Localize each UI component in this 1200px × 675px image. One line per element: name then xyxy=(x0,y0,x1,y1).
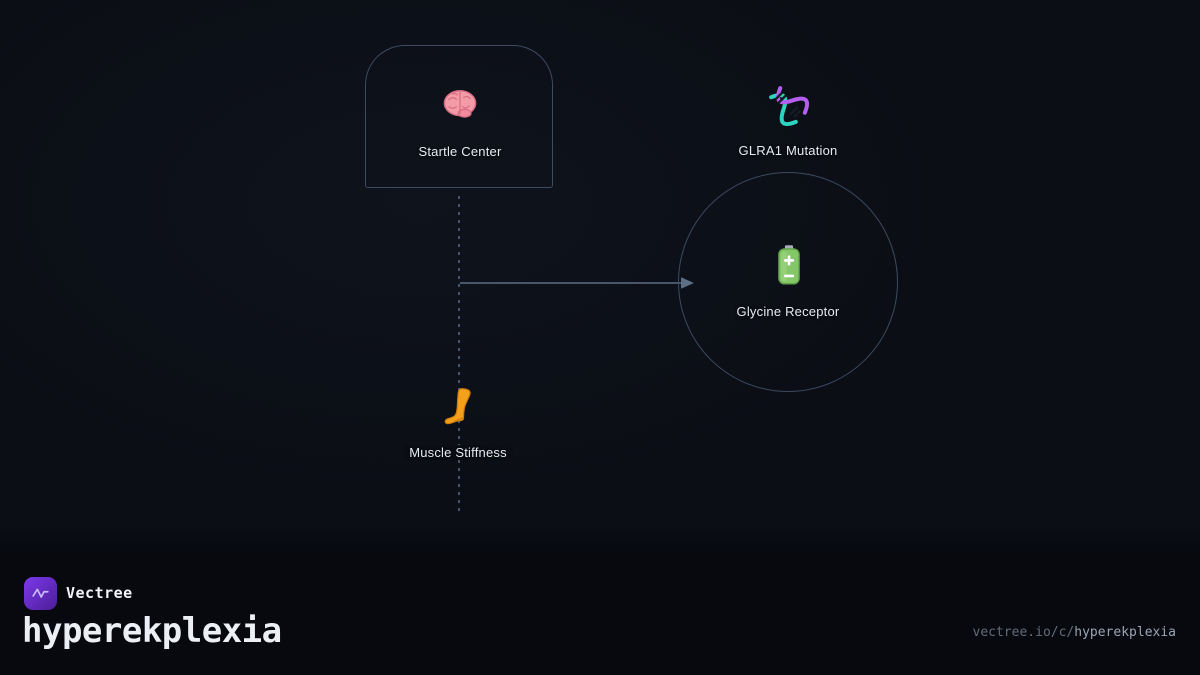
node-glycine-receptor[interactable]: Glycine Receptor xyxy=(678,172,898,392)
page-url: vectree.io/c/hyperekplexia xyxy=(973,625,1177,640)
node-muscle-stiffness[interactable]: Muscle Stiffness xyxy=(358,385,558,470)
battery-icon xyxy=(767,243,811,287)
node-label: Glycine Receptor xyxy=(736,304,840,319)
pulse-icon xyxy=(32,588,49,598)
dna-icon xyxy=(766,83,810,127)
vectree-logo xyxy=(24,577,57,610)
node-label: Muscle Stiffness xyxy=(358,445,558,460)
brand-name: Vectree xyxy=(66,584,133,602)
node-label: GLRA1 Mutation xyxy=(738,143,838,158)
brain-icon xyxy=(438,83,482,127)
node-glra1-mutation[interactable]: GLRA1 Mutation xyxy=(688,80,888,170)
url-slug: hyperekplexia xyxy=(1074,625,1176,640)
page-title: hyperekplexia xyxy=(22,611,282,651)
node-label: Startle Center xyxy=(418,144,502,159)
url-prefix: vectree.io/c/ xyxy=(972,625,1075,640)
node-startle-center[interactable]: Startle Center xyxy=(365,45,553,188)
leg-icon xyxy=(436,385,480,429)
